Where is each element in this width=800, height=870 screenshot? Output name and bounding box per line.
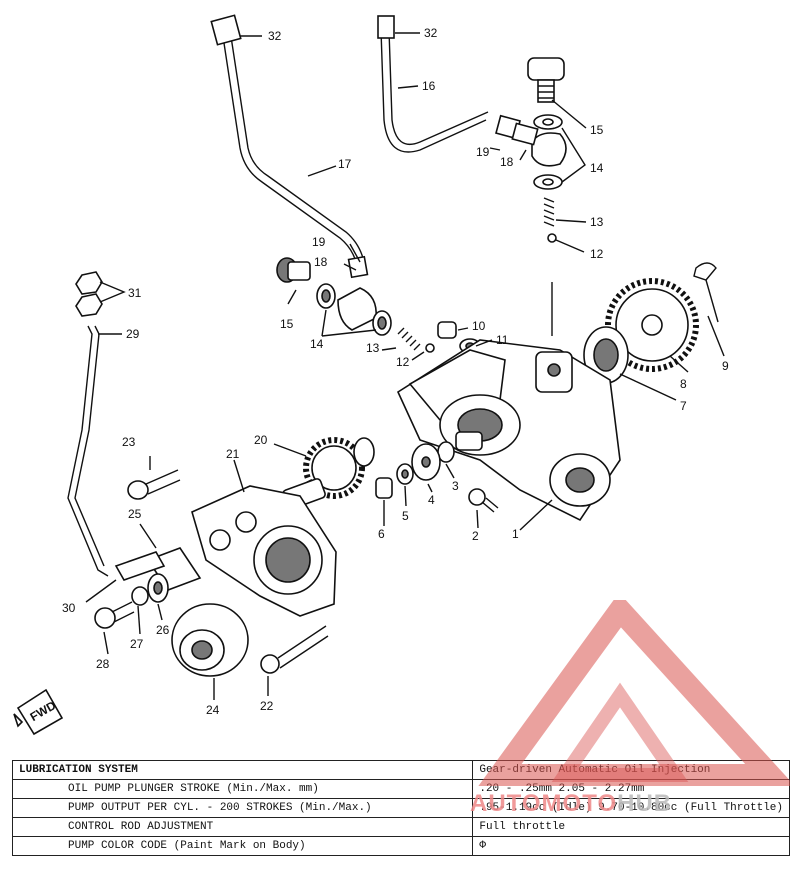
callout-9: 9 — [722, 359, 729, 373]
callout-19b: 19 — [312, 235, 326, 249]
oil-line-17 — [210, 14, 369, 279]
spec-row: CONTROL ROD ADJUSTMENT Full throttle — [11, 817, 790, 837]
screw-23 — [127, 469, 181, 500]
callout-12a: 12 — [590, 247, 604, 261]
lubrication-spec-table: LUBRICATION SYSTEM Gear-driven Automatic… — [11, 760, 790, 856]
spec-title: LUBRICATION SYSTEM — [11, 760, 474, 780]
callout-32b: 32 — [424, 26, 438, 40]
oil-line-16 — [377, 15, 489, 153]
spec-label: PUMP OUTPUT PER CYL. - 200 STROKES (Min.… — [11, 798, 474, 818]
watermark-text-a: AUTOMOTO — [470, 790, 618, 817]
spec-row: PUMP OUTPUT PER CYL. - 200 STROKES (Min.… — [11, 798, 790, 818]
bearing-7 — [583, 326, 629, 384]
banjo-bolt-left — [276, 257, 435, 353]
callout-10: 10 — [472, 319, 486, 333]
callout-1: 1 — [512, 527, 519, 541]
callout-29: 29 — [126, 327, 140, 341]
pump-body-1 — [396, 339, 621, 522]
callout-31: 31 — [128, 286, 142, 300]
callout-25: 25 — [128, 507, 142, 521]
banjo-bolt-right — [495, 57, 567, 243]
drive-gear-8 — [605, 278, 699, 372]
callout-12b: 12 — [396, 355, 410, 369]
bolt-2 — [468, 488, 499, 513]
exploded-parts-diagram: FWD — [13, 14, 729, 736]
cap-24 — [171, 603, 249, 677]
callout-21: 21 — [226, 447, 240, 461]
spec-label: CONTROL ROD ADJUSTMENT — [11, 817, 474, 837]
spec-label: PUMP COLOR CODE (Paint Mark on Body) — [11, 836, 474, 856]
callout-30: 30 — [62, 601, 76, 615]
callout-14a: 14 — [590, 161, 604, 175]
callout-14b: 14 — [310, 337, 324, 351]
bolt-22 — [260, 625, 329, 674]
clip-9 — [693, 262, 719, 323]
washers-26-28 — [94, 573, 169, 629]
spec-row: PUMP COLOR CODE (Paint Mark on Body) Φ — [11, 836, 790, 856]
callout-19a: 19 — [476, 145, 490, 159]
callout-22: 22 — [260, 699, 274, 713]
callout-7: 7 — [680, 399, 687, 413]
callout-3: 3 — [452, 479, 459, 493]
watermark-text-b: HUB — [617, 790, 673, 817]
callout-13b: 13 — [366, 341, 380, 355]
callout-27: 27 — [130, 637, 144, 651]
callout-20: 20 — [254, 433, 268, 447]
fwd-arrow: FWD — [13, 688, 64, 736]
spec-title-value: Gear-driven Automatic Oil Injection — [472, 760, 790, 780]
callout-13a: 13 — [590, 215, 604, 229]
control-rod-assembly — [67, 271, 109, 577]
callout-5: 5 — [402, 509, 409, 523]
callout-17: 17 — [338, 157, 352, 171]
spec-row: OIL PUMP PLUNGER STROKE (Min./Max. mm) .… — [11, 779, 790, 799]
leader-lines — [85, 32, 725, 700]
callout-32a: 32 — [268, 29, 282, 43]
watermark-text: AUTOMOTOHUB — [470, 790, 672, 818]
callout-4: 4 — [428, 493, 435, 507]
callout-28: 28 — [96, 657, 110, 671]
callout-24: 24 — [206, 703, 220, 717]
washers-3-6 — [375, 441, 455, 499]
callout-15a: 15 — [590, 123, 604, 137]
spec-value: Φ — [472, 836, 790, 856]
callout-18a: 18 — [500, 155, 514, 169]
callout-labels: 32 32 16 15 19 18 14 17 13 12 19 18 15 1… — [62, 26, 729, 717]
callout-15b: 15 — [280, 317, 294, 331]
callout-8: 8 — [680, 377, 687, 391]
callout-6: 6 — [378, 527, 385, 541]
spec-label: OIL PUMP PLUNGER STROKE (Min./Max. mm) — [11, 779, 474, 799]
callout-16: 16 — [422, 79, 436, 93]
callout-26: 26 — [156, 623, 170, 637]
cover-21 — [191, 485, 337, 617]
callout-11: 11 — [496, 333, 509, 347]
spec-header-row: LUBRICATION SYSTEM Gear-driven Automatic… — [11, 760, 790, 780]
callout-18b: 18 — [314, 255, 328, 269]
callout-23: 23 — [122, 435, 136, 449]
spec-value: Full throttle — [472, 817, 790, 837]
callout-2: 2 — [472, 529, 479, 543]
